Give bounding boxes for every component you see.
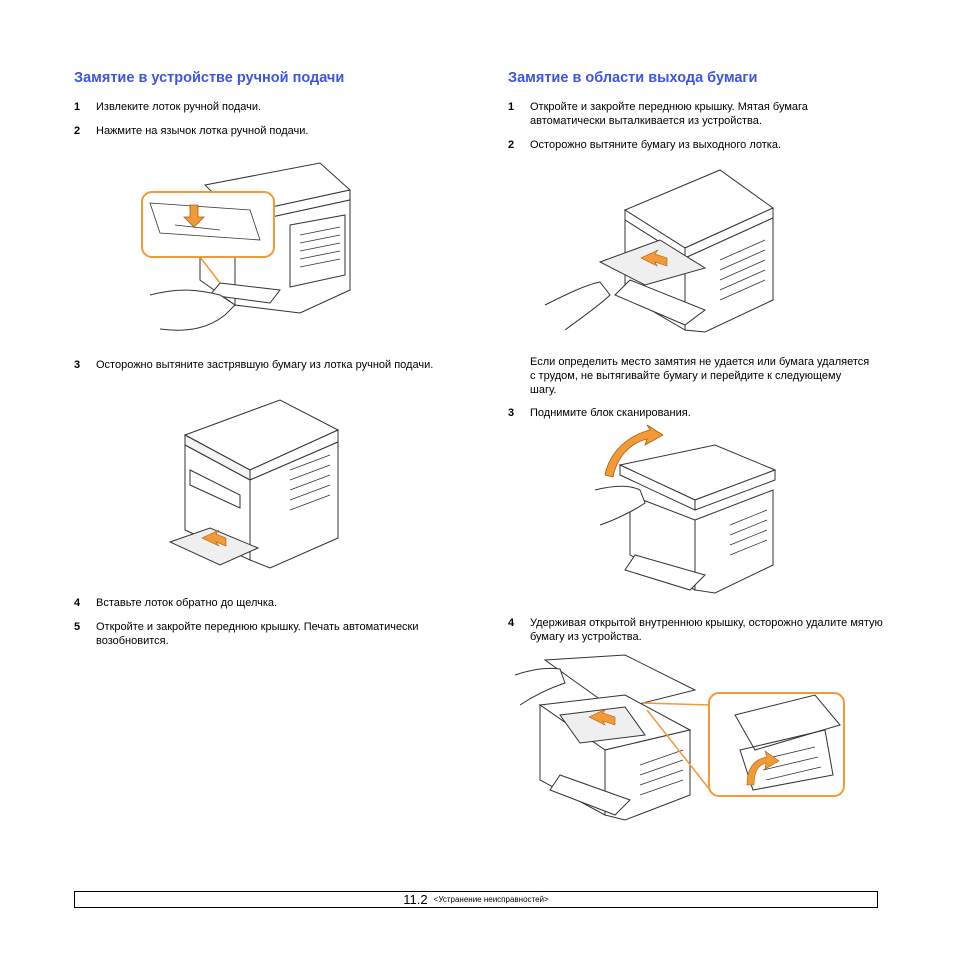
output-tray-illustration xyxy=(544,169,774,333)
step-text: Извлеките лоток ручной подачи. xyxy=(96,101,262,113)
step-number: 4 xyxy=(74,597,81,609)
step-number: 2 xyxy=(508,139,515,151)
left-step-3: 3 Осторожно вытяните застрявшую бумагу и… xyxy=(74,358,446,372)
step-number: 3 xyxy=(508,407,515,419)
step-text: Откройте и закройте переднюю крышку. Печ… xyxy=(96,621,419,647)
step-text: Удерживая открытой внутреннюю крышку, ос… xyxy=(530,617,883,643)
page-number: 11.2 xyxy=(403,892,428,907)
inner-cover-illustration xyxy=(514,654,845,821)
right-note: Если определить место замятия не удается… xyxy=(530,356,870,396)
chapter-title: <Устранение неисправностей> xyxy=(433,895,549,904)
step-text: Поднимите блок сканирования. xyxy=(530,407,691,419)
step-text: Осторожно вытяните бумагу из выходного л… xyxy=(530,139,782,151)
scanner-lift-illustration xyxy=(594,424,777,594)
left-step-1: 1 Извлеките лоток ручной подачи. xyxy=(74,100,476,114)
manual-tray-illustration xyxy=(141,162,352,331)
right-step-4: 4 Удерживая открытой внутреннюю крышку, … xyxy=(508,616,910,644)
step-number: 4 xyxy=(508,617,515,629)
manual-tray-paper-illustration xyxy=(168,399,340,569)
page-footer: 11.2 <Устранение неисправностей> xyxy=(74,891,878,908)
left-step-5: 5 Откройте и закройте переднюю крышку. П… xyxy=(74,620,471,648)
step-number: 2 xyxy=(74,125,81,137)
right-step-2: 2 Осторожно вытяните бумагу из выходного… xyxy=(508,138,870,152)
step-text: Вставьте лоток обратно до щелчка. xyxy=(96,597,278,609)
right-section-heading: Замятие в области выхода бумаги xyxy=(508,70,758,86)
step-text: Осторожно вытяните застрявшую бумагу из … xyxy=(96,359,434,371)
right-step-3: 3 Поднимите блок сканирования. xyxy=(508,406,870,420)
step-text: Откройте и закройте переднюю крышку. Мят… xyxy=(530,101,808,127)
left-step-2: 2 Нажмите на язычок лотка ручной подачи. xyxy=(74,124,476,138)
step-number: 3 xyxy=(74,359,81,371)
left-step-4: 4 Вставьте лоток обратно до щелчка. xyxy=(74,596,476,610)
left-section-heading: Замятие в устройстве ручной подачи xyxy=(74,70,345,86)
step-number: 1 xyxy=(74,101,81,113)
step-number: 1 xyxy=(508,101,515,113)
step-text: Нажмите на язычок лотка ручной подачи. xyxy=(96,125,309,137)
step-number: 5 xyxy=(74,621,81,633)
right-step-1: 1 Откройте и закройте переднюю крышку. М… xyxy=(508,100,870,128)
